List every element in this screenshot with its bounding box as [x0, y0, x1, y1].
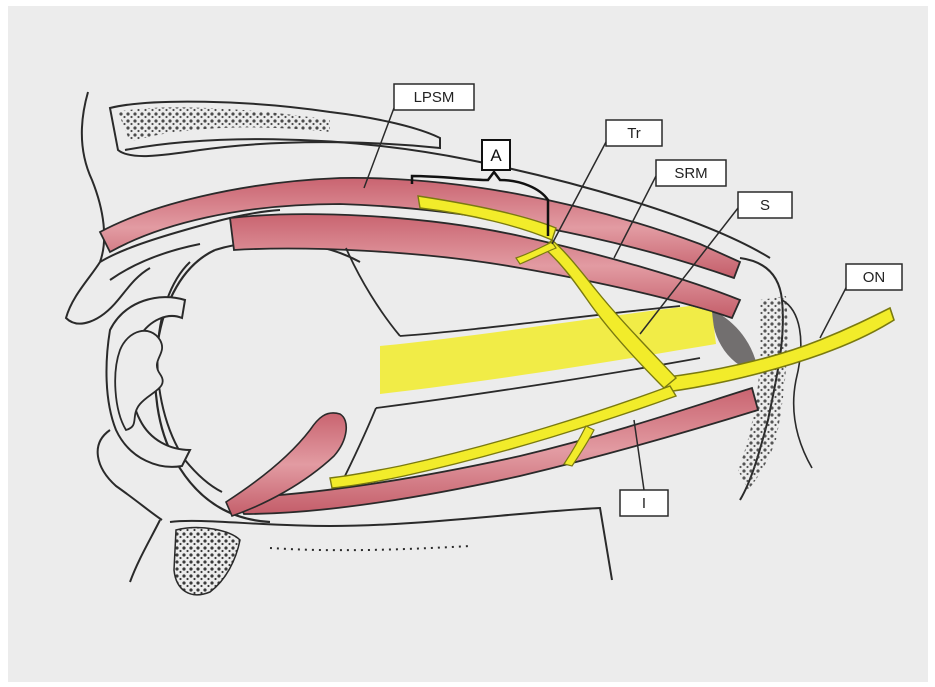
label-on-text: ON	[863, 269, 886, 286]
label-i-text: I	[642, 495, 646, 512]
label-a-text: A	[490, 146, 502, 165]
label-lpsm-text: LPSM	[414, 89, 455, 106]
label-srm-text: SRM	[674, 165, 707, 182]
label-s-text: S	[760, 197, 770, 214]
label-tr-text: Tr	[627, 125, 641, 142]
